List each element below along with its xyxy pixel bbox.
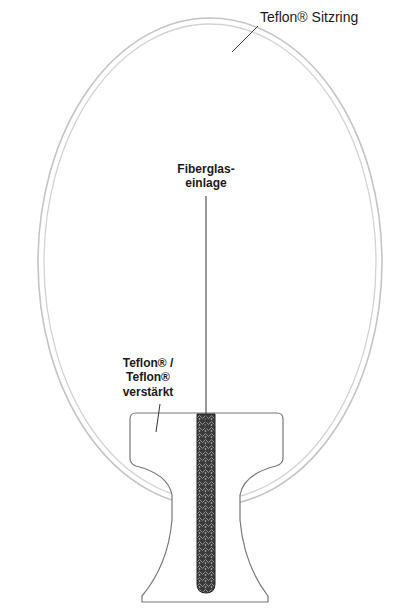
leader-line: [156, 404, 160, 432]
leader-line: [206, 196, 207, 430]
part-label: Teflon® Sitzring: [260, 9, 394, 26]
part-label: Fiberglas- einlage: [173, 162, 239, 191]
part-label: Teflon® / Teflon® verstärkt: [116, 356, 180, 399]
fiberglass-insert: [197, 414, 215, 593]
seat-cross-section: [130, 413, 283, 602]
leader-line: [232, 26, 258, 52]
